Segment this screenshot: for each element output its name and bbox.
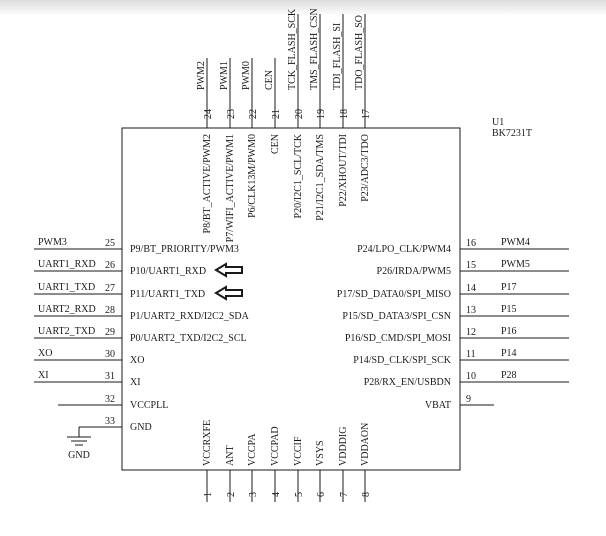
pin-function-15: P26/IRDA/PWM5 (377, 266, 451, 277)
pin-number-13: 13 (466, 305, 476, 316)
pin-function-30: XO (130, 355, 144, 366)
ground-symbol: GND (67, 426, 122, 461)
pin-arrow-27 (214, 285, 243, 301)
pin-number-23: 23 (226, 109, 237, 119)
pin-function-25: P9/BT_PRIORITY/PWM3 (130, 244, 239, 255)
pin-number-28: 28 (105, 305, 115, 316)
net-label-31: XI (38, 370, 49, 381)
net-label-29: UART2_TXD (38, 326, 95, 337)
pin-function-31: XI (130, 377, 141, 388)
pin-number-19: 19 (316, 109, 327, 119)
pins-layer: 25PWM3P9/BT_PRIORITY/PWM326UART1_RXDP10/… (34, 8, 569, 502)
component-part-number: BK7231T (492, 128, 532, 139)
pin-function-6: VSYS (315, 440, 326, 466)
pin-number-20: 20 (294, 109, 305, 119)
net-label-16: PWM4 (501, 237, 530, 248)
pin-function-3: VCCPA (247, 433, 258, 466)
pin-function-1: VCCRXFE (202, 420, 213, 466)
pin-function-21: CEN (270, 134, 281, 154)
net-label-20: TCK_FLASH_SCK (287, 8, 298, 90)
pin-function-27: P11/UART1_TXD (130, 289, 205, 300)
pin-number-9: 9 (466, 394, 471, 405)
net-label-15: PWM5 (501, 259, 530, 270)
net-label-30: XO (38, 348, 52, 359)
pin-number-3: 3 (248, 492, 259, 497)
pin-number-33: 33 (105, 416, 115, 427)
pin-number-26: 26 (105, 260, 115, 271)
net-label-22: PWM0 (241, 61, 252, 90)
ground-label: GND (68, 450, 90, 461)
net-label-26: UART1_RXD (38, 259, 96, 270)
net-label-10: P28 (501, 370, 517, 381)
pin-function-10: P28/RX_EN/USBDN (364, 377, 451, 388)
net-label-11: P14 (501, 348, 517, 359)
pin-function-24: P8/BT_ACTIVE/PWM2 (202, 134, 213, 233)
pin-number-7: 7 (339, 492, 350, 497)
pin-number-4: 4 (271, 492, 282, 497)
pin-function-9: VBAT (425, 400, 451, 411)
pin-function-22: P6/CLK13M/PWM0 (247, 134, 258, 218)
pin-number-8: 8 (361, 492, 372, 497)
pin-function-18: P22/XHOUT/TDI (338, 134, 349, 207)
pin-number-27: 27 (105, 283, 115, 294)
pin-function-17: P23/ADC3/TDO (360, 134, 371, 202)
pin-number-2: 2 (226, 492, 237, 497)
net-label-19: TMS_FLASH_CSN (309, 8, 320, 90)
pin-function-20: P20/I2C1_SCL/TCK (293, 133, 304, 218)
net-label-25: PWM3 (38, 237, 67, 248)
pin-number-32: 32 (105, 394, 115, 405)
pin-number-24: 24 (203, 109, 214, 119)
pin-function-28: P1/UART2_RXD/I2C2_SDA (130, 311, 250, 322)
component-designator: U1 (492, 117, 504, 128)
net-label-14: P17 (501, 282, 517, 293)
pin-function-32: VCCPLL (130, 400, 168, 411)
pin-function-14: P17/SD_DATA0/SPI_MISO (337, 289, 451, 300)
window-top-shade (0, 0, 606, 16)
pin-function-13: P15/SD_DATA3/SPI_CSN (342, 311, 451, 322)
net-label-27: UART1_TXD (38, 282, 95, 293)
pin-number-31: 31 (105, 371, 115, 382)
pin-function-12: P16/SD_CMD/SPI_MOSI (345, 333, 451, 344)
pin-function-11: P14/SD_CLK/SPI_SCK (353, 355, 452, 366)
pin-function-19: P21/I2C1_SDA/TMS (315, 134, 326, 221)
net-label-23: PWM1 (219, 61, 230, 90)
pin-number-11: 11 (466, 349, 476, 360)
pin-number-16: 16 (466, 238, 476, 249)
net-label-24: PWM2 (196, 61, 207, 90)
pin-function-16: P24/LPO_CLK/PWM4 (357, 244, 451, 255)
pin-number-25: 25 (105, 238, 115, 249)
pin-function-33: GND (130, 422, 152, 433)
net-label-28: UART2_RXD (38, 304, 96, 315)
pin-number-10: 10 (466, 371, 476, 382)
pin-number-30: 30 (105, 349, 115, 360)
pin-number-21: 21 (271, 109, 282, 119)
pin-number-1: 1 (203, 492, 214, 497)
net-label-13: P15 (501, 304, 517, 315)
pin-function-5: VCCIF (293, 436, 304, 466)
net-label-21: CEN (264, 70, 275, 90)
pin-function-7: VDDDIG (338, 427, 349, 466)
pin-number-5: 5 (294, 492, 305, 497)
pin-function-4: VCCPAD (270, 426, 281, 466)
pin-number-12: 12 (466, 327, 476, 338)
pin-function-23: P7/WIFI_ACTIVE/PWM1 (225, 134, 236, 242)
pin-number-22: 22 (248, 109, 259, 119)
pin-number-17: 17 (361, 109, 372, 119)
ic-body (121, 127, 461, 471)
pin-function-2: ANT (225, 445, 236, 466)
pin-number-14: 14 (466, 283, 476, 294)
pin-number-6: 6 (316, 492, 327, 497)
pin-function-26: P10/UART1_RXD (130, 266, 206, 277)
net-label-12: P16 (501, 326, 517, 337)
net-label-17: TDO_FLASH_SO (354, 15, 365, 90)
net-label-18: TDI_FLASH_SI (332, 23, 343, 90)
pin-arrow-26 (214, 262, 243, 278)
pin-number-29: 29 (105, 327, 115, 338)
pin-number-18: 18 (339, 109, 350, 119)
pin-function-29: P0/UART2_TXD/I2C2_SCL (130, 333, 247, 344)
pin-number-15: 15 (466, 260, 476, 271)
pin-function-8: VDDAON (360, 423, 371, 466)
